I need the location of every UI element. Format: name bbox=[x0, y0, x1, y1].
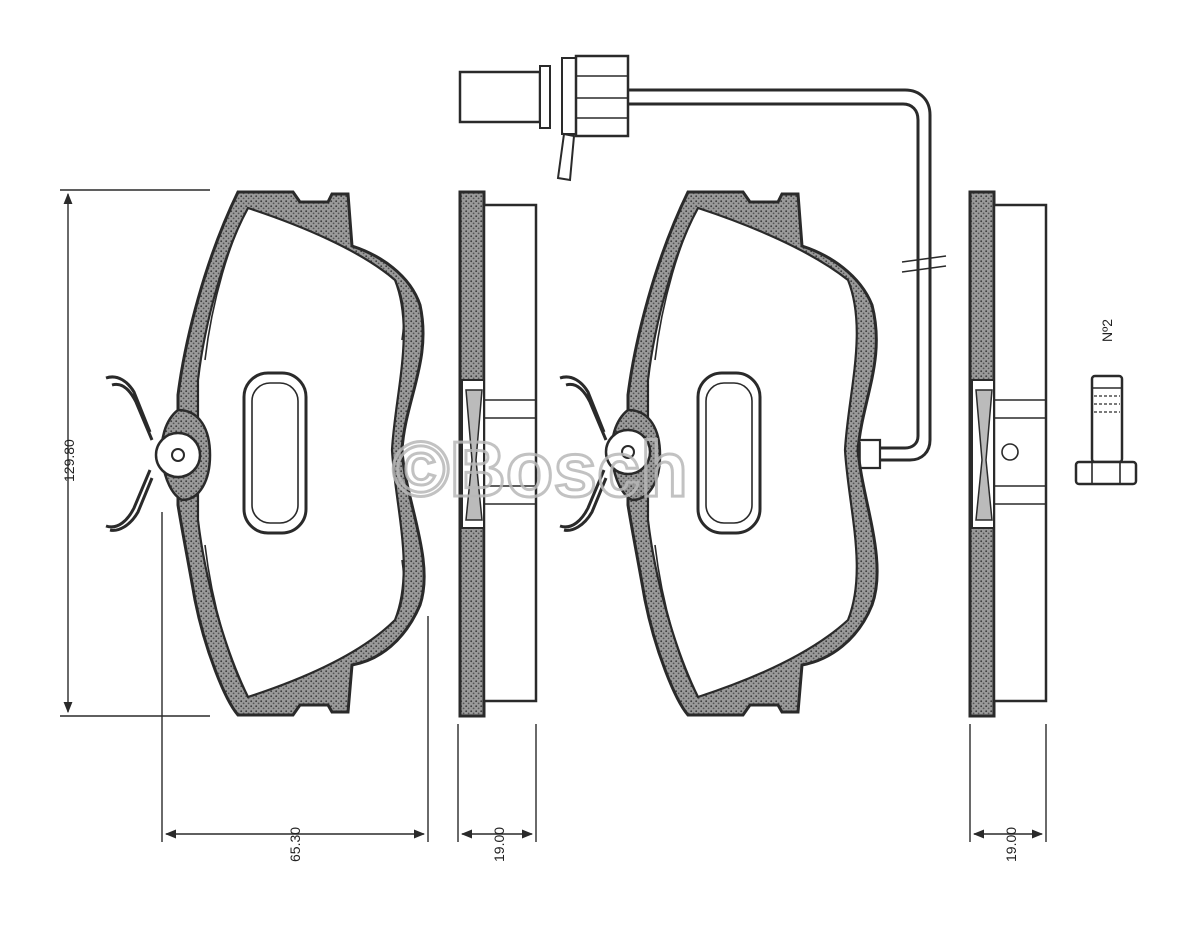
left-thickness-dimension: 19.00 bbox=[457, 724, 537, 862]
right-pad-side-view bbox=[968, 190, 1048, 718]
left-pad-side-view bbox=[458, 190, 538, 718]
bosch-watermark: ©Bosch bbox=[392, 425, 688, 513]
left-thickness-label: 19.00 bbox=[491, 827, 507, 862]
height-dimension-label: 129.80 bbox=[61, 439, 77, 482]
right-thickness-dimension: 19.00 bbox=[969, 724, 1047, 862]
right-pad-front-view bbox=[559, 190, 879, 717]
left-pad-friction-surface bbox=[196, 206, 405, 699]
width-dimension: 65.30 bbox=[161, 512, 429, 862]
left-pad-spring-clip bbox=[105, 375, 154, 532]
width-dimension-label: 65.30 bbox=[287, 827, 303, 862]
left-side-friction-block bbox=[482, 203, 538, 703]
height-dimension: 129.80 bbox=[60, 189, 210, 717]
right-pad-wear-slot bbox=[696, 371, 762, 535]
guide-bolt bbox=[1074, 374, 1138, 486]
sensor-connector bbox=[458, 70, 542, 124]
left-pad-wear-slot bbox=[242, 371, 308, 535]
sensor-cable bbox=[628, 88, 932, 462]
right-pad-spring-clip bbox=[559, 375, 608, 532]
right-thickness-label: 19.00 bbox=[1003, 827, 1019, 862]
left-pad-front-view bbox=[105, 190, 426, 717]
part-number-label: Nº2 bbox=[1099, 319, 1115, 342]
